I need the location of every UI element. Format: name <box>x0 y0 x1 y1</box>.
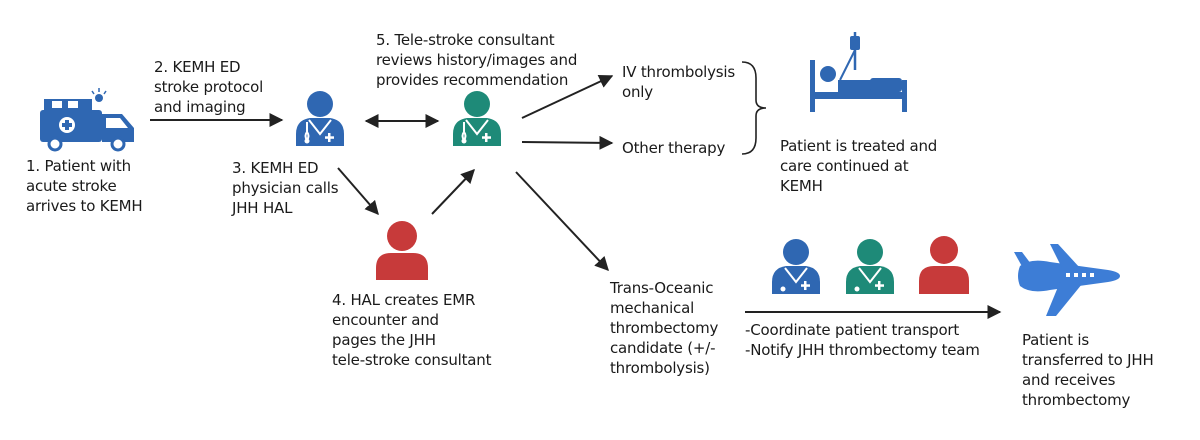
treated-at-kemh-label: Patient is treated and care continued at… <box>780 137 938 195</box>
iv-thrombolysis-label: IV thrombolysis only <box>622 63 736 101</box>
arrow-hal-to-consultant <box>431 168 475 215</box>
person-red-icon <box>376 221 428 280</box>
ambulance-icon <box>40 88 134 152</box>
curly-brace <box>741 61 767 155</box>
step1-label: 1. Patient with acute stroke arrives to … <box>26 157 143 215</box>
step3-label: 3. KEMH ED physician calls JHH HAL <box>232 159 339 217</box>
team-physician-teal-icon <box>846 239 894 294</box>
physician-teal-icon <box>453 91 501 146</box>
coordinate-notify-label: -Coordinate patient transport -Notify JH… <box>745 321 980 359</box>
arrow-to-trans-oceanic <box>515 171 609 272</box>
step2-label: 2. KEMH ED stroke protocol and imaging <box>154 58 264 116</box>
trans-oceanic-label: Trans-Oceanic mechanical thrombectomy ca… <box>610 279 719 377</box>
step5-label: 5. Tele-stroke consultant reviews histor… <box>376 31 578 89</box>
physician-blue-icon <box>296 91 344 146</box>
arrow-to-iv-thrombolysis <box>521 74 614 119</box>
airplane-icon <box>1014 244 1120 316</box>
team-person-red-icon <box>919 236 969 294</box>
other-therapy-label: Other therapy <box>622 139 726 157</box>
step4-label: 4. HAL creates EMR encounter and pages t… <box>332 291 492 369</box>
arrow-ed-to-hal <box>337 167 379 216</box>
hospital-bed-icon <box>810 32 907 112</box>
connector-arrows <box>150 61 1002 319</box>
team-physician-blue-icon <box>772 239 820 294</box>
arrow-to-other-therapy <box>521 135 614 150</box>
transferred-to-jhh-label: Patient is transferred to JHH and receiv… <box>1022 331 1154 409</box>
